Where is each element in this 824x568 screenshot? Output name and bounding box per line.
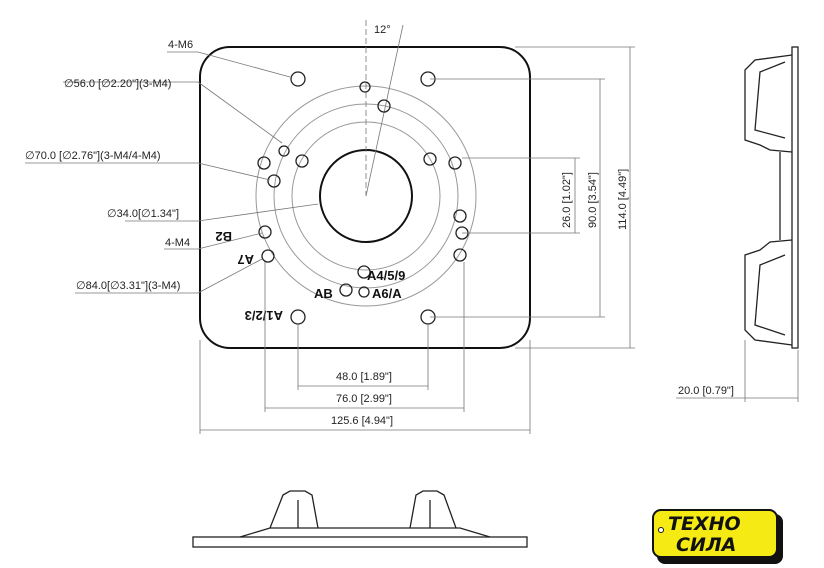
angle-label: 12° [374, 24, 391, 36]
dim-76: 76.0 [2.99"] [336, 393, 392, 405]
angle-line [365, 24, 404, 197]
leader-lines [25, 51, 319, 294]
marking-b2: B2 [215, 229, 232, 244]
dim-26: 26.0 [1.02"] [561, 172, 573, 228]
bottom-view [192, 490, 528, 548]
side-dimension [676, 340, 799, 402]
marking-ab: AB [314, 286, 333, 301]
side-view [744, 46, 799, 349]
m4-holes [257, 81, 469, 298]
m6-holes [290, 71, 436, 325]
dim-48: 48.0 [1.89"] [336, 371, 392, 383]
marking-a6a: A6/A [372, 286, 402, 301]
label-4-m4: 4-M4 [165, 237, 190, 249]
dim-20: 20.0 [0.79"] [678, 385, 734, 397]
logo-line1: ТЕХНО [668, 513, 741, 535]
label-4-m6: 4-M6 [168, 39, 193, 51]
horizontal-dimensions [199, 262, 531, 434]
marking-a459: A4/5/9 [367, 268, 405, 283]
vertical-dimensions [430, 46, 635, 349]
logo-line2: СИЛА [676, 534, 736, 556]
plate-outline [199, 46, 531, 349]
dim-90: 90.0 [3.54"] [587, 172, 599, 228]
label-d70: ∅70.0 [∅2.76"](3-M4/4-M4) [25, 150, 161, 162]
label-d56: ∅56.0 [∅2.20"](3-M4) [64, 78, 171, 90]
dim-114: 114.0 [4.49"] [617, 169, 629, 230]
label-d34: ∅34.0[∅1.34"] [107, 208, 179, 220]
marking-a123: A1/2/3 [245, 308, 283, 323]
label-d84: ∅84.0[∅3.31"](3-M4) [76, 280, 180, 292]
marking-a7: A7 [237, 252, 254, 267]
dim-125: 125.6 [4.94"] [331, 415, 393, 427]
technosila-logo: ТЕХНО СИЛА [652, 509, 783, 564]
